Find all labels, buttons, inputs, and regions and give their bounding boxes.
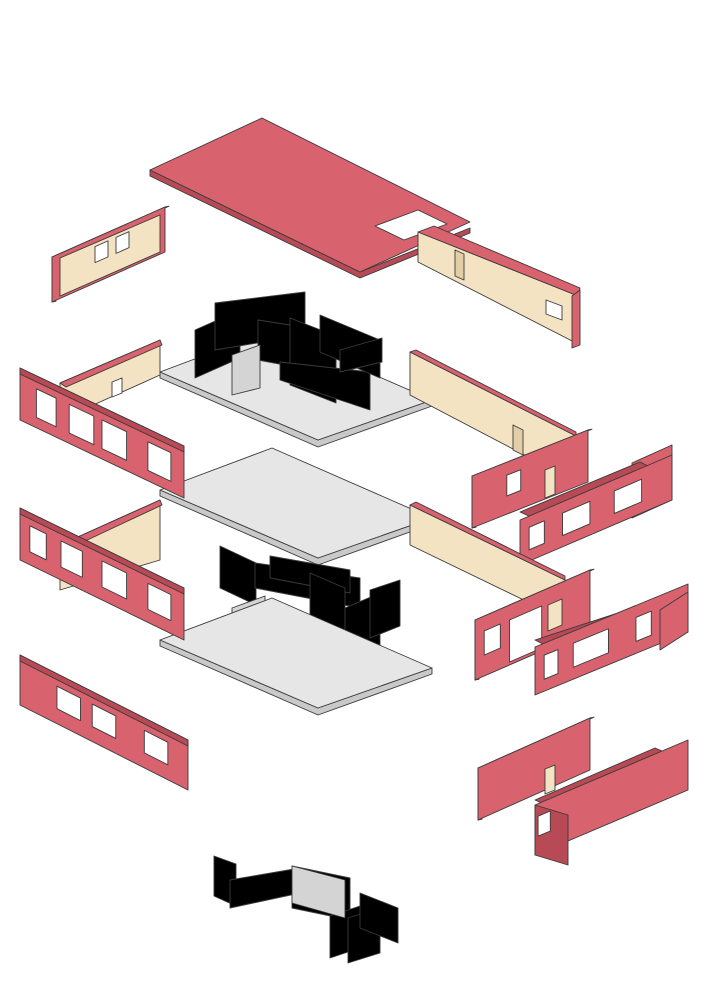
ground-floor-partition-7 (291, 865, 346, 919)
right-wall-4 (409, 501, 595, 681)
upper-floor-partition-7 (339, 337, 383, 373)
middle-floor-partition-6 (369, 579, 401, 639)
right-wall-upper-outer-top (417, 225, 581, 297)
left-wall-3-window-4 (147, 582, 172, 622)
upper-floor-partition-8 (231, 344, 261, 396)
middle-floor (159, 447, 433, 664)
right-wall-ground-door (544, 764, 556, 795)
right-wall-5-window-1 (543, 649, 559, 680)
right-wall-5-window-2 (572, 628, 609, 668)
right-wall-4-window-2 (509, 605, 543, 663)
right-wall-5-window-3 (635, 610, 652, 642)
right-wall-3 (519, 444, 673, 566)
left-wall-upper-window-2 (115, 231, 130, 254)
right-wall-upper-door (454, 249, 465, 281)
left-wall-upper-window-1 (94, 240, 109, 264)
left-wall-ground-window-1 (56, 685, 81, 722)
left-wall-ground-window-3 (143, 729, 169, 766)
left-wall-3-window-3 (101, 560, 128, 600)
right-wall-ground-back (477, 716, 595, 821)
left-wall-2-window-2 (68, 403, 95, 446)
left-wall-2-window-4 (147, 441, 172, 482)
roof-slab (149, 117, 471, 279)
left-wall-upper (51, 205, 170, 303)
right-wall-ground (477, 716, 689, 866)
right-wall-3-window-2 (562, 500, 591, 536)
right-wall-upper-inner (417, 231, 579, 345)
right-wall-5-side-face (659, 591, 689, 651)
left-wall-3-window-2 (60, 540, 83, 578)
right-wall-2-outer-face (471, 429, 589, 529)
ground-floor-top (159, 597, 433, 709)
right-wall-2-top (409, 349, 577, 437)
left-wall-ground-outer-top (19, 654, 189, 747)
right-wall-2-door-outer (544, 465, 556, 499)
ground-floor (159, 597, 433, 964)
left-wall-2-inner-window (111, 377, 123, 398)
middle-floor-top (159, 447, 433, 559)
right-wall-4-side-window (547, 598, 563, 632)
right-wall-ground-window-1 (537, 810, 551, 837)
left-wall-3-outer-top (19, 507, 185, 595)
right-wall-2-window-1 (506, 469, 522, 497)
right-wall-upper (417, 225, 581, 349)
right-wall-5-side (659, 591, 689, 651)
upper-floor (159, 291, 433, 448)
left-wall-2-top (59, 339, 163, 388)
left-wall-ground (19, 654, 189, 791)
right-wall-2-outer (471, 428, 593, 529)
right-wall-4-window-1 (483, 623, 501, 656)
left-wall-upper-inner (59, 214, 161, 297)
left-wall-2-window-1 (35, 388, 57, 428)
upper-floor-partition-3 (257, 319, 291, 367)
left-wall-3 (19, 499, 185, 641)
middle-floor-partition-1 (219, 545, 257, 606)
ground-floor-partition-6 (359, 892, 399, 944)
roof-opening (374, 209, 448, 241)
left-wall-2 (19, 339, 185, 499)
ground-floor-partition-2 (229, 867, 301, 909)
left-wall-ground-window-2 (91, 703, 117, 739)
right-wall-2-door (512, 424, 524, 456)
right-wall-3-window-3 (613, 478, 643, 514)
right-wall-4-top (409, 501, 566, 581)
right-wall-3-window-1 (528, 520, 545, 551)
left-wall-2-outer-top (19, 367, 185, 453)
right-wall-upper-window (545, 299, 563, 321)
left-wall-2-window-3 (101, 419, 128, 461)
right-wall-5 (534, 583, 689, 696)
right-wall-upper-outer (571, 289, 581, 349)
right-wall-2 (409, 349, 593, 529)
left-wall-3-window-1 (29, 525, 47, 561)
